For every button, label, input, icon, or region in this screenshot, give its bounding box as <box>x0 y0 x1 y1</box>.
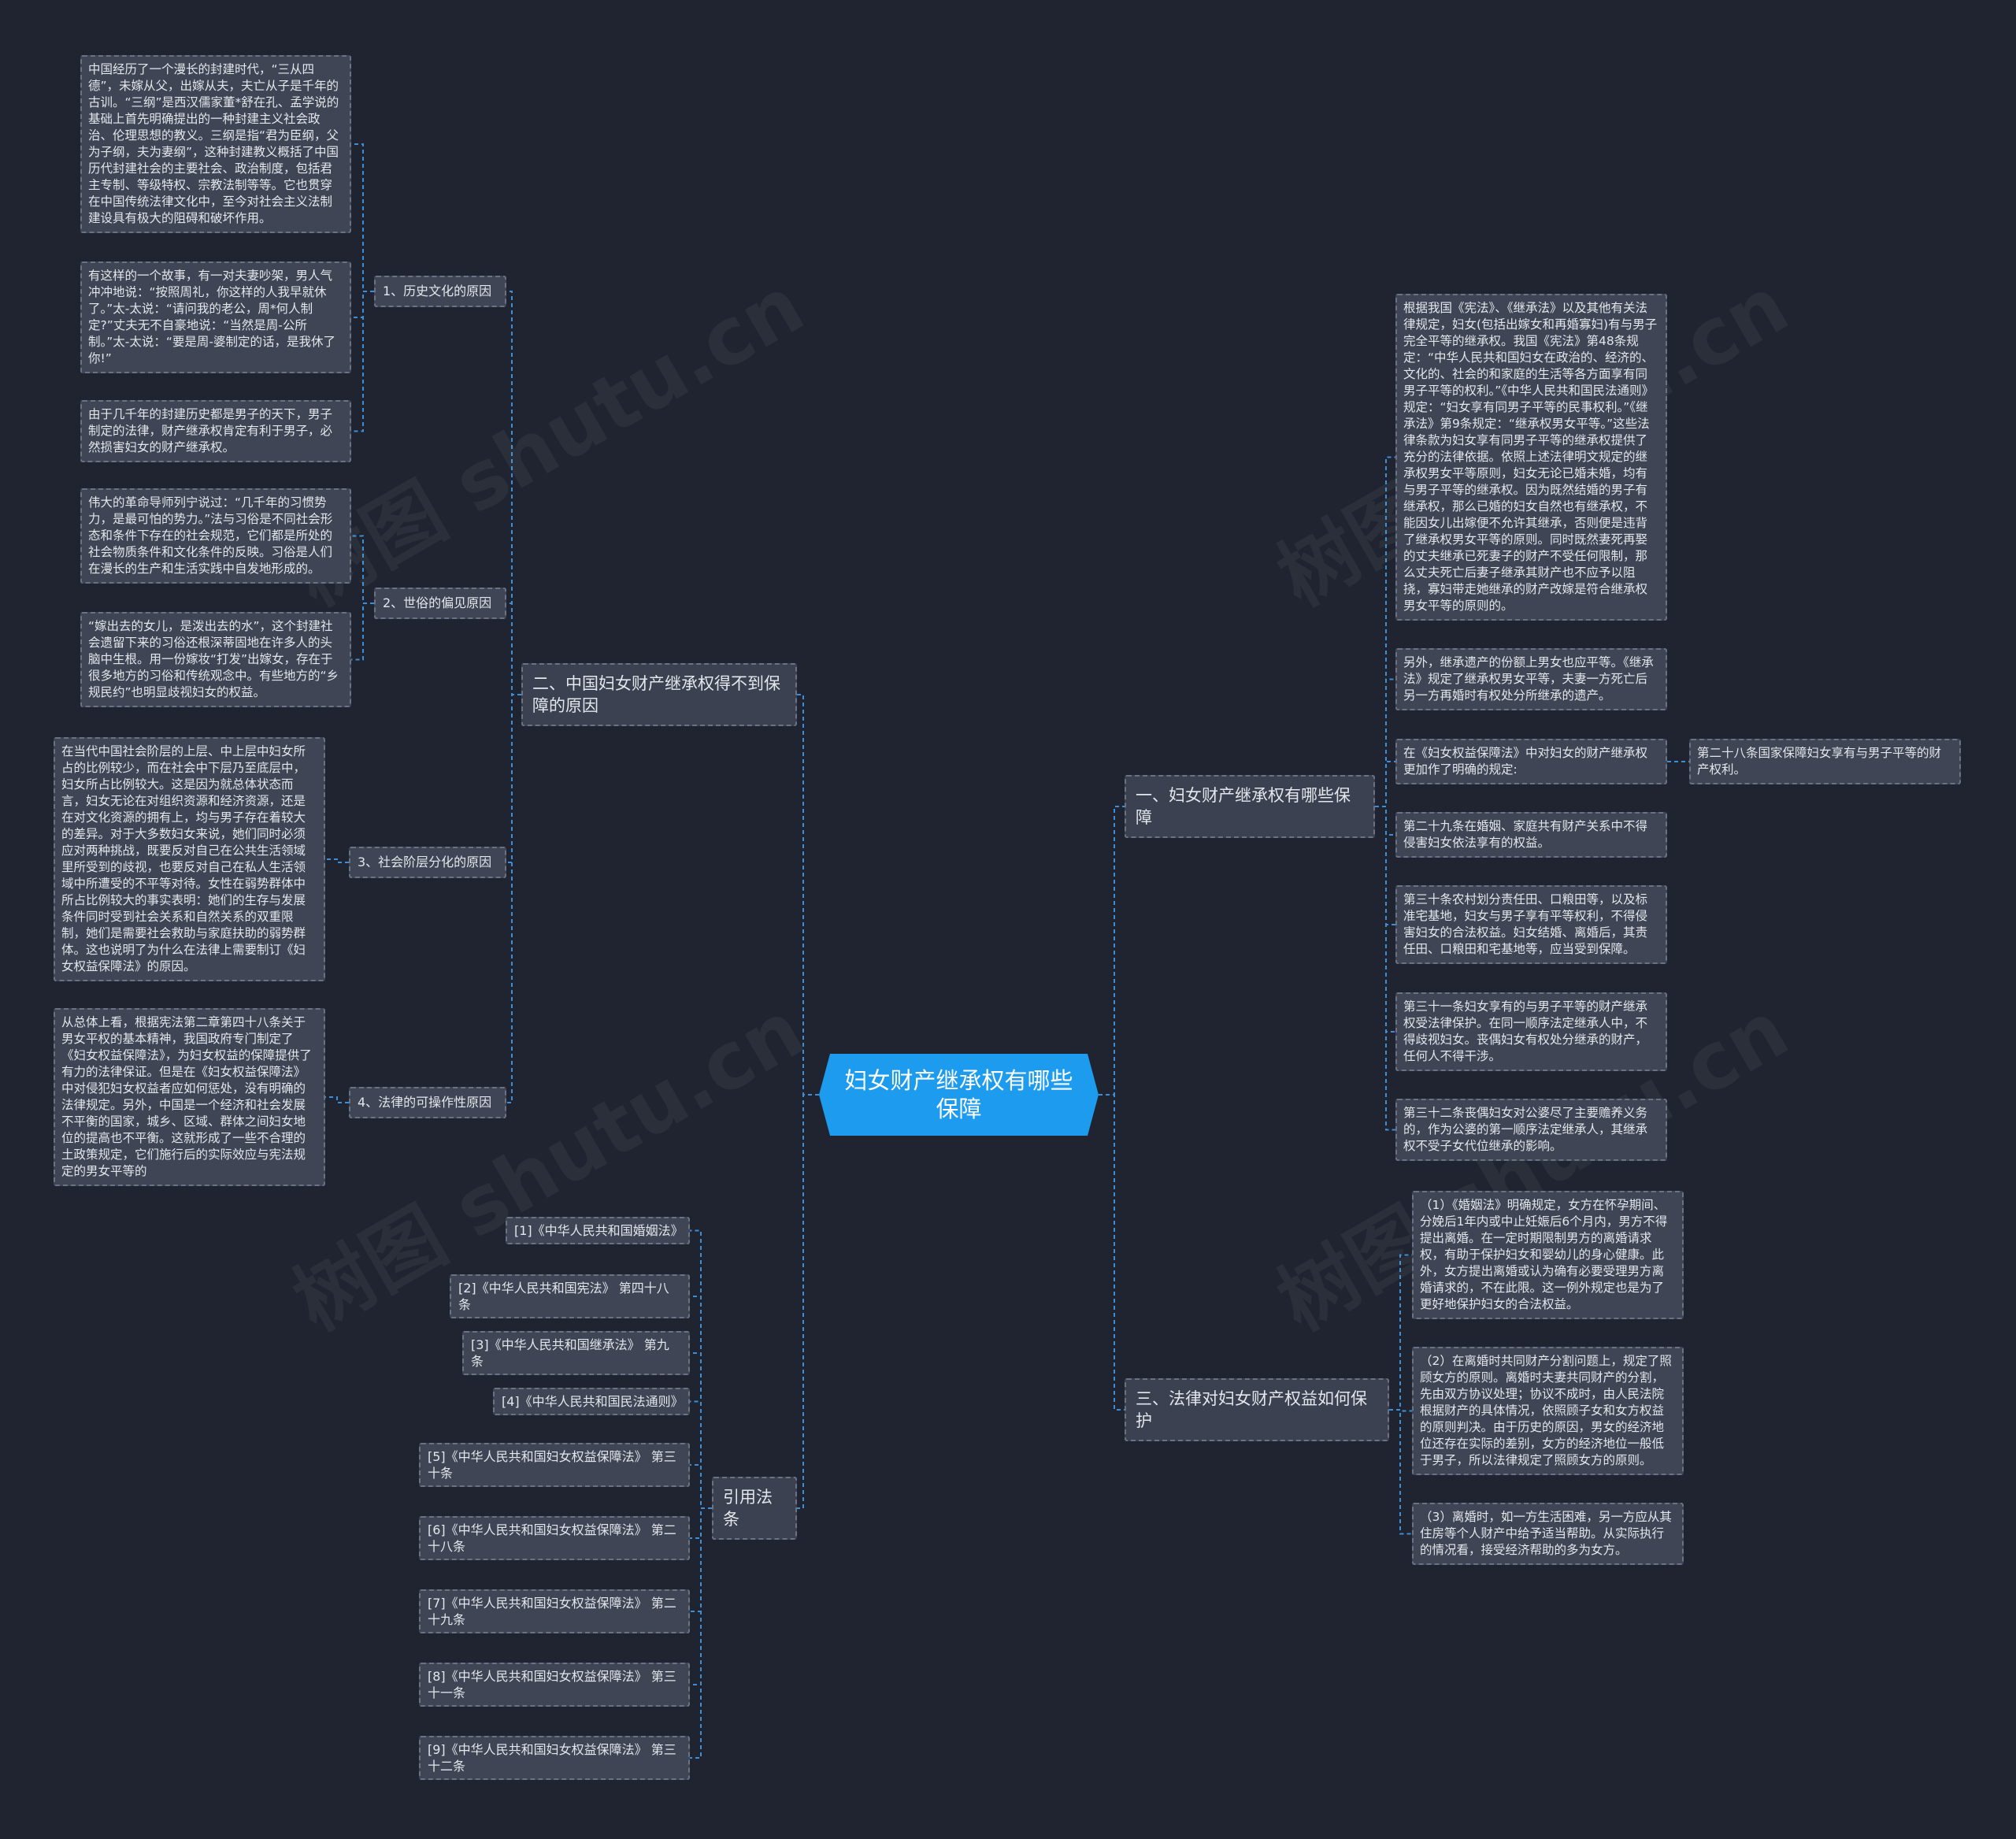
leaf-article-29[interactable]: 第二十九条在婚姻、家庭共有财产关系中不得侵害妇女依法享有的权益。 <box>1395 812 1667 858</box>
leaf-marriage-law-pregnancy[interactable]: （1）《婚姻法》明确规定，女方在怀孕期间、分娩后1年内或中止妊娠后6个月内，男方… <box>1412 1191 1684 1319</box>
connector-line <box>325 858 349 863</box>
branch-legal-protection[interactable]: 三、法律对妇女财产权益如何保护 <box>1125 1378 1389 1441</box>
leaf-article-31[interactable]: 第三十一条妇女享有的与男子平等的财产继承权受法律保护。在同一顺序法定继承人中，不… <box>1395 992 1667 1071</box>
leaf-lenin-habit[interactable]: 伟大的革命导师列宁说过：“几千年的习惯势力，是最可怕的势力。”法与习俗是不同社会… <box>80 488 351 584</box>
ref-marriage-law[interactable]: [1]《中华人民共和国婚姻法》 <box>506 1217 690 1244</box>
sub-legal-operability[interactable]: 4、法律的可操作性原因 <box>349 1087 506 1118</box>
sub-social-stratification[interactable]: 3、社会阶层分化的原因 <box>349 847 506 878</box>
leaf-social-stratum[interactable]: 在当代中国社会阶层的上层、中上层中妇女所占的比例较少，而在社会中下层乃至底层中，… <box>54 737 325 981</box>
leaf-law-enforcement[interactable]: 从总体上看，根据宪法第二章第四十八条关于男女平权的基本精神，我国政府专门制定了《… <box>54 1008 325 1186</box>
leaf-male-made-law[interactable]: 由于几千年的封建历史都是男子的天下，男子制定的法律，财产继承权肯定有利于男子，必… <box>80 400 351 462</box>
connector-line <box>690 1507 712 1612</box>
branch-cited-laws[interactable]: 引用法条 <box>712 1477 797 1540</box>
leaf-economic-help[interactable]: （3）离婚时，如一方生活困难，另一方应从其住房等个人财产中给予适当帮助。从实际执… <box>1412 1503 1684 1565</box>
connector-line <box>506 694 521 1103</box>
connector-line <box>506 602 521 695</box>
leaf-womens-rights-law[interactable]: 在《妇女权益保障法》中对妇女的财产继承权更加作了明确的规定: <box>1395 739 1667 784</box>
connector-line <box>1099 806 1125 1096</box>
connector-line <box>506 291 521 695</box>
connector-line <box>690 1464 712 1509</box>
connector-line <box>797 694 819 1096</box>
connector-line <box>1375 678 1395 807</box>
connector-line <box>351 291 374 432</box>
sub-historical-cultural[interactable]: 1、历史文化的原因 <box>374 276 506 307</box>
leaf-feudal-tradition[interactable]: 中国经历了一个漫长的封建时代，“三从四德”，未嫁从父，出嫁从夫，夫亡从子是千年的… <box>80 55 351 233</box>
ref-civil-law[interactable]: [4]《中华人民共和国民法通则》 <box>493 1388 690 1415</box>
leaf-article-30[interactable]: 第三十条农村划分责任田、口粮田等，以及标准宅基地，妇女与男子享有平等权利，不得侵… <box>1395 885 1667 964</box>
connector-line <box>1375 761 1395 807</box>
leaf-equal-share[interactable]: 另外，继承遗产的份额上男女也应平等。《继承法》规定了继承权男女平等，夫妻一方死亡… <box>1395 648 1667 710</box>
connector-line <box>1375 806 1395 1131</box>
leaf-property-division[interactable]: （2）在离婚时共同财产分割问题上，规定了照顾女方的原则。离婚时夫妻共同财产的分割… <box>1412 1347 1684 1475</box>
connector-line <box>351 602 374 661</box>
branch-inheritance-protection[interactable]: 一、妇女财产继承权有哪些保障 <box>1125 775 1375 838</box>
leaf-couple-story[interactable]: 有这样的一个故事，有一对夫妻吵架，男人气冲冲地说：“按照周礼，你这样的人我早就休… <box>80 261 351 373</box>
ref-constitution-48[interactable]: [2]《中华人民共和国宪法》 第四十八条 <box>450 1274 690 1318</box>
leaf-constitution-basis[interactable]: 根据我国《宪法》、《继承法》以及其他有关法律规定，妇女(包括出嫁女和再婚寡妇)有… <box>1395 294 1667 621</box>
ref-women-law-29[interactable]: [7]《中华人民共和国妇女权益保障法》 第二十九条 <box>419 1589 690 1633</box>
leaf-article-28[interactable]: 第二十八条国家保障妇女享有与男子平等的财产权利。 <box>1689 739 1961 784</box>
ref-women-law-31[interactable]: [8]《中华人民共和国妇女权益保障法》 第三十一条 <box>419 1663 690 1707</box>
connector-line <box>690 1400 712 1509</box>
ref-women-law-30[interactable]: [5]《中华人民共和国妇女权益保障法》 第三十条 <box>419 1443 690 1487</box>
root-topic[interactable]: 妇女财产继承权有哪些保障 <box>819 1054 1099 1136</box>
leaf-article-32[interactable]: 第三十二条丧偶妇女对公婆尽了主要赡养义务的，作为公婆的第一顺序法定继承人，其继承… <box>1395 1099 1667 1161</box>
connector-line <box>1389 1254 1412 1411</box>
connector-line <box>351 143 374 292</box>
connector-line <box>690 1507 712 1759</box>
connector-line <box>351 535 374 604</box>
ref-women-law-28[interactable]: [6]《中华人民共和国妇女权益保障法》 第二十八条 <box>419 1516 690 1560</box>
connector-line <box>1389 1409 1412 1535</box>
connector-line <box>1375 456 1395 807</box>
connector-line <box>690 1507 712 1539</box>
connector-line <box>325 1096 349 1103</box>
branch-reasons-unprotected[interactable]: 二、中国妇女财产继承权得不到保障的原因 <box>521 663 797 726</box>
sub-secular-prejudice[interactable]: 2、世俗的偏见原因 <box>374 588 506 619</box>
ref-women-law-32[interactable]: [9]《中华人民共和国妇女权益保障法》 第三十二条 <box>419 1736 690 1780</box>
connector-line <box>797 1094 819 1509</box>
leaf-married-daughter[interactable]: “嫁出去的女儿，是泼出去的水”，这个封建社会遗留下来的习俗还根深蒂固地在许多人的… <box>80 612 351 707</box>
connector-line <box>506 694 521 863</box>
connector-line <box>1099 1094 1125 1411</box>
ref-inheritance-law-9[interactable]: [3]《中华人民共和国继承法》 第九条 <box>462 1331 690 1375</box>
